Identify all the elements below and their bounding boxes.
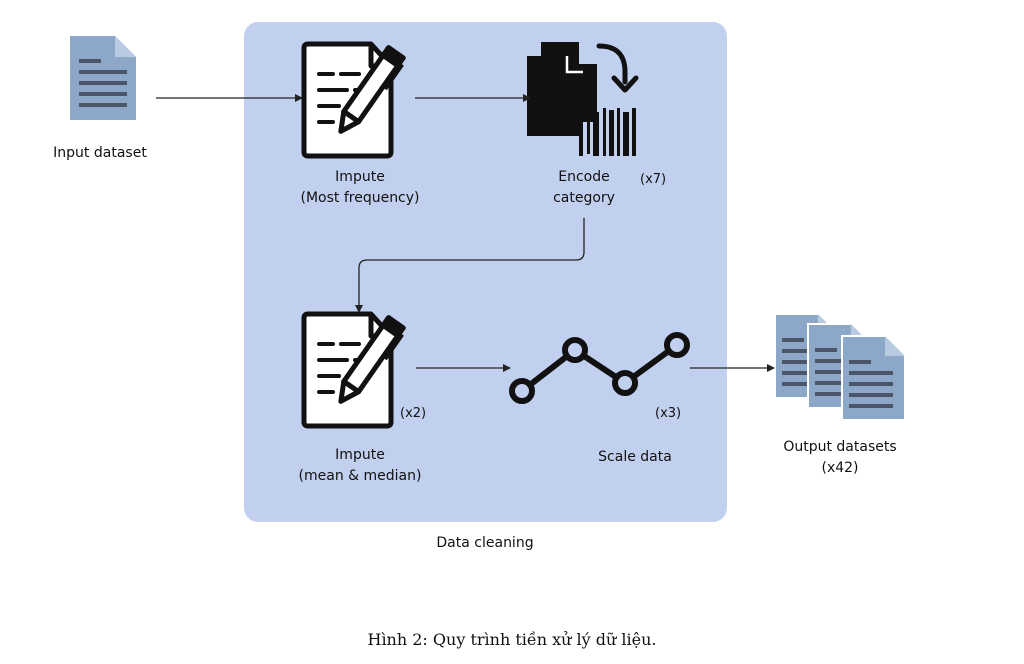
encode-category-label: Encode category (524, 167, 644, 209)
impute-mean-label: Impute (mean & median) (280, 445, 440, 487)
scale-multiplier: (x3) (655, 406, 682, 421)
impute-frequency-label: Impute (Most frequency) (280, 167, 440, 209)
figure-caption: Hình 2: Quy trình tiền xử lý dữ liệu. (367, 630, 657, 649)
output-title: Output datasets (783, 439, 897, 455)
encode-subtitle: category (553, 190, 615, 206)
impute-frequency-title: Impute (335, 169, 385, 185)
encode-title: Encode (558, 169, 610, 185)
output-documents-icon (774, 313, 906, 421)
output-count: (x42) (821, 460, 859, 476)
input-document-icon (70, 36, 136, 120)
encode-category-icon (527, 42, 639, 156)
data-cleaning-label: Data cleaning (436, 535, 534, 551)
scale-data-label: Scale data (598, 449, 672, 465)
scale-data-icon (509, 332, 690, 404)
impute-mean-median-icon (301, 311, 406, 429)
impute-mean-subtitle: (mean & median) (298, 468, 422, 484)
input-dataset-label: Input dataset (53, 145, 147, 161)
impute-mean-title: Impute (335, 447, 385, 463)
arrow-encode-to-impute-mean (355, 218, 585, 313)
impute-mean-multiplier: (x2) (400, 406, 427, 421)
encode-multiplier: (x7) (640, 172, 667, 187)
output-datasets-label: Output datasets (x42) (760, 437, 920, 479)
impute-frequency-subtitle: (Most frequency) (300, 190, 420, 206)
impute-frequency-icon (301, 41, 406, 159)
